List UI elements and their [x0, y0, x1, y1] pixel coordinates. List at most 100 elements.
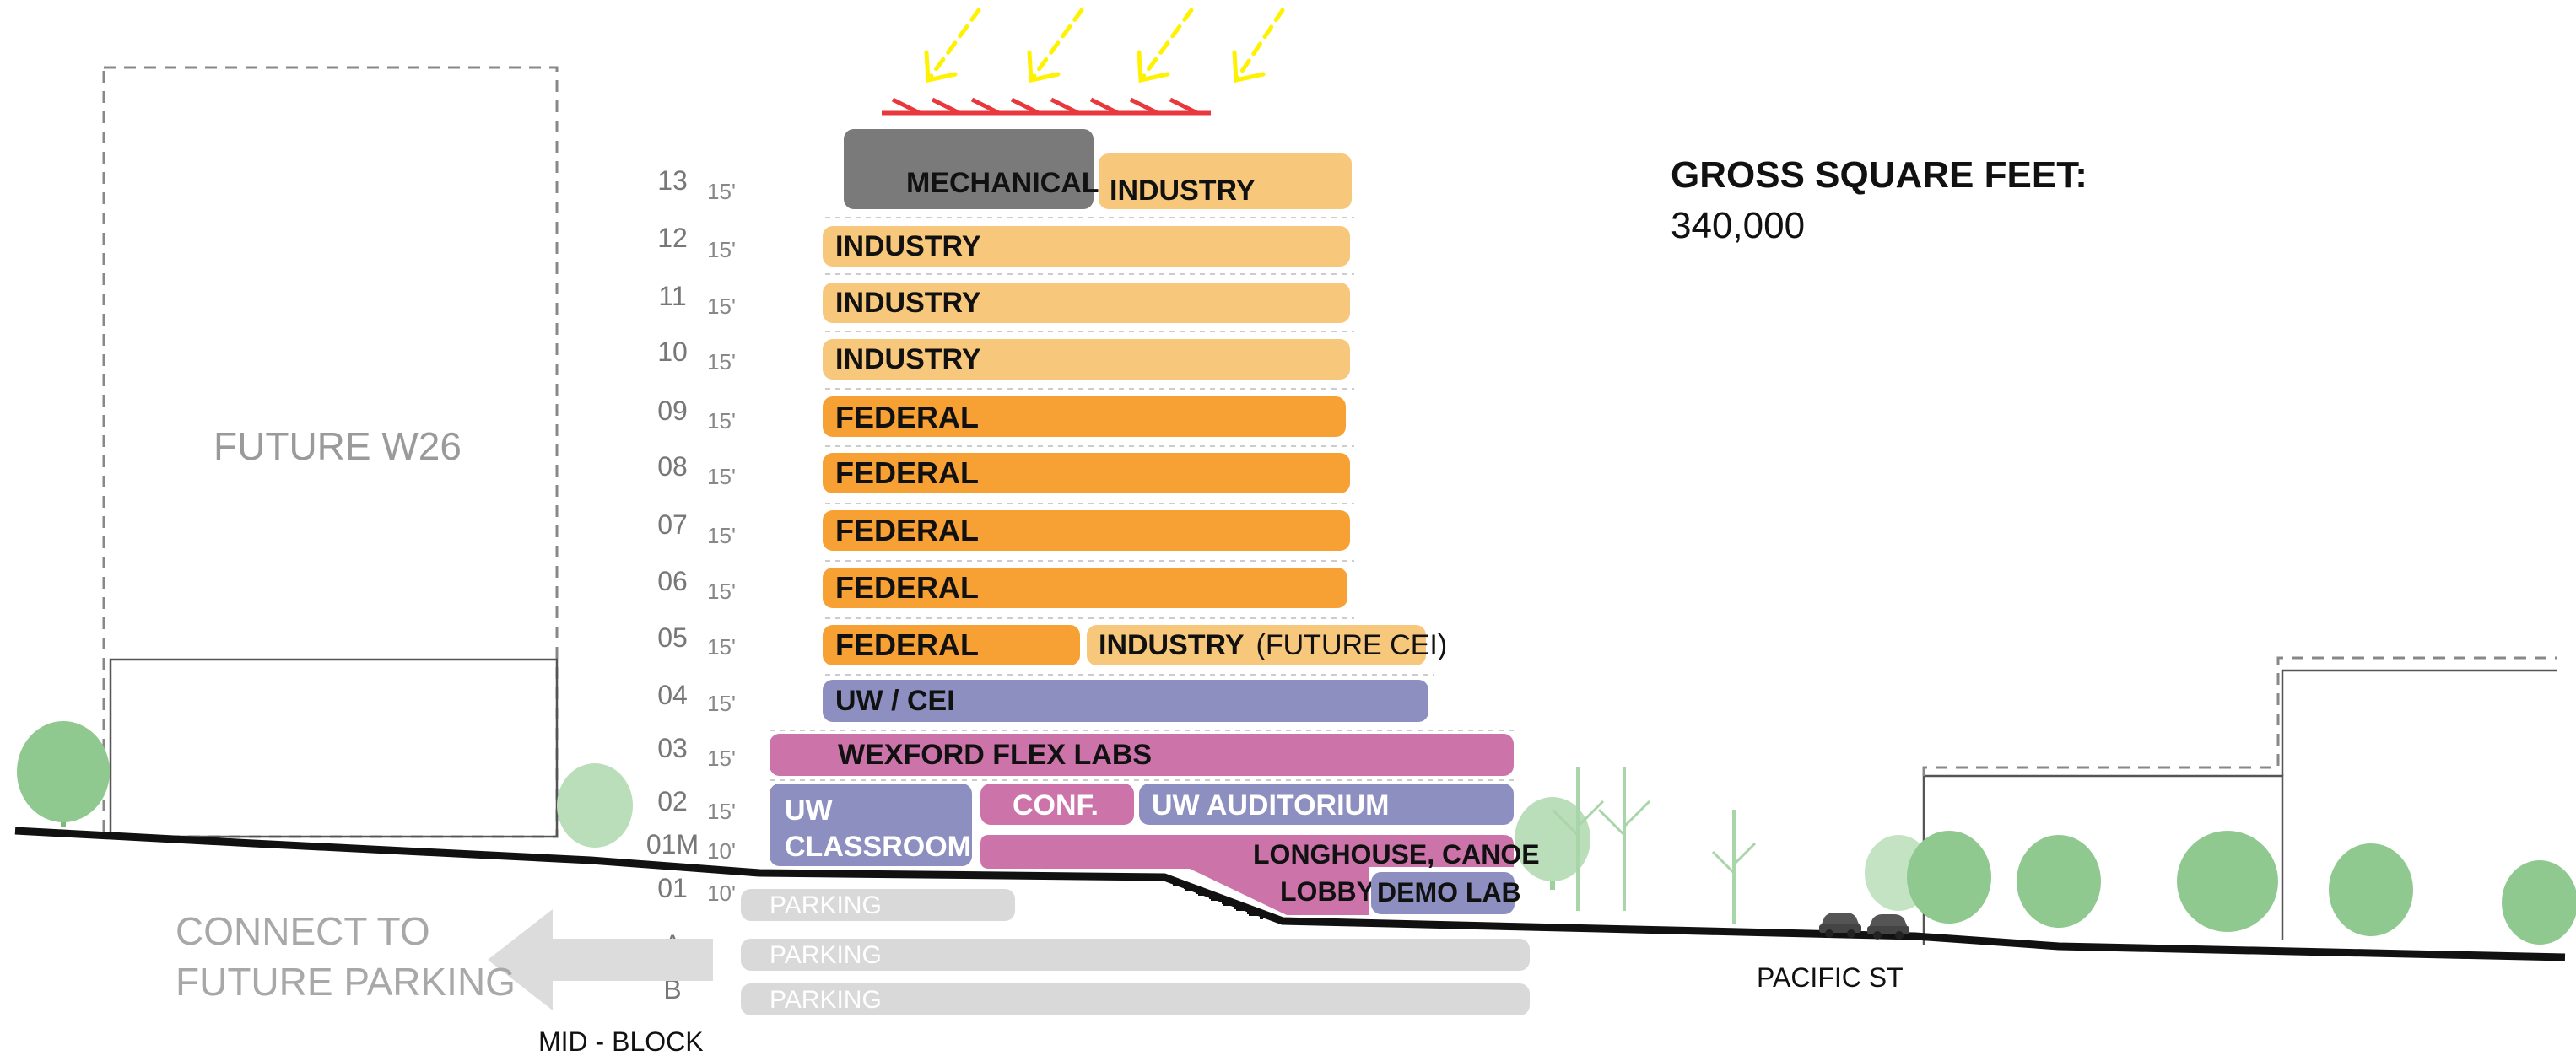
federal-block-06 — [823, 568, 1347, 608]
uw-classroom-label-2: CLASSROOM — [785, 831, 971, 863]
uw-cei-block — [823, 680, 1428, 722]
industry-block-13 — [1099, 153, 1352, 209]
cars — [1819, 913, 1909, 940]
federal-label-05: FEDERAL — [835, 627, 979, 662]
floor-height-label: 15' — [707, 349, 736, 374]
floor-level-label: 12 — [657, 223, 688, 253]
sun-arrow-icon — [1137, 8, 1194, 83]
longhouse-canoe-block — [980, 835, 1514, 915]
floor-level-label: 06 — [657, 566, 688, 596]
federal-label-08: FEDERAL — [835, 455, 979, 490]
gross-sf-title: GROSS SQUARE FEET: — [1671, 154, 2087, 196]
floor-level-label: 07 — [657, 509, 688, 540]
tree-icon — [2329, 843, 2413, 936]
wexford-block — [770, 734, 1514, 776]
floor-height-label: 15' — [707, 237, 736, 262]
parking-label-a: PARKING — [770, 941, 882, 969]
floor-height-label: 15' — [707, 634, 736, 660]
floor-level-label: 05 — [657, 622, 688, 653]
uw-cei-label: UW / CEI — [835, 685, 955, 717]
tree-icon — [2017, 835, 2101, 928]
federal-label-09: FEDERAL — [835, 400, 979, 434]
tree-icon — [17, 721, 110, 827]
floor-height-label: 15' — [707, 746, 736, 771]
program-blocks: MECHANICAL INDUSTRY INDUSTRY INDUSTRY IN… — [741, 129, 1540, 1015]
tree-icon — [1711, 810, 1757, 924]
floor-height-label: 15' — [707, 799, 736, 824]
tree-icon — [1907, 831, 1991, 924]
federal-block-07 — [823, 510, 1350, 551]
parking-block-01 — [741, 889, 1015, 921]
connect-label-2: FUTURE PARKING — [176, 960, 516, 1004]
conf-label: CONF. — [1013, 789, 1099, 821]
uw-classroom-label-1: UW — [785, 794, 834, 827]
floor-height-label: 15' — [707, 523, 736, 548]
trees — [17, 721, 2576, 945]
parking-block-b — [741, 983, 1530, 1015]
floor-level-label: 04 — [657, 680, 688, 710]
sun-arrow-icon — [924, 8, 981, 83]
floor-height-label: 15' — [707, 464, 736, 489]
floor-height-label: 10' — [707, 838, 736, 864]
ground-line — [14, 827, 2566, 961]
industry-block-05 — [1087, 625, 1426, 665]
connect-parking-arrow: CONNECT TO FUTURE PARKING — [176, 909, 713, 1010]
floor-level-label: 11 — [658, 281, 686, 311]
sun-arrow-icon — [1232, 8, 1285, 83]
tree-icon — [2177, 831, 2278, 932]
floor-level-label: B — [663, 974, 681, 1004]
industry-label-05-main: INDUSTRY — [1099, 629, 1245, 661]
pacific-st-label: PACIFIC ST — [1757, 962, 1904, 993]
industry-label-10: INDUSTRY — [835, 343, 981, 375]
industry-block-10 — [823, 339, 1350, 380]
parking-block-a — [741, 939, 1530, 971]
car-icon — [1867, 914, 1909, 940]
tree-icon — [1515, 797, 1590, 890]
floor-level-label: 02 — [657, 786, 688, 816]
industry-label-13: INDUSTRY — [1110, 175, 1256, 207]
uw-classroom-block — [770, 784, 972, 866]
industry-label-12: INDUSTRY — [835, 230, 981, 262]
floor-level-label: 10 — [657, 337, 688, 367]
sun-arrow-icon — [1027, 8, 1084, 83]
demo-lab-block — [1371, 872, 1515, 914]
floor-height-label: 15' — [707, 179, 736, 204]
floor-level-label: 01M — [646, 829, 699, 859]
floor-level-label: 03 — [657, 733, 688, 763]
connect-label-1: CONNECT TO — [176, 909, 430, 953]
industry-block-11 — [823, 283, 1350, 323]
floor-separators — [770, 217, 1515, 781]
future-w26-outline: FUTURE W26 — [102, 66, 559, 838]
car-icon — [1819, 913, 1861, 938]
industry-label-05-note: (FUTURE CEI) — [1256, 629, 1448, 661]
industry-block-12 — [823, 226, 1350, 267]
federal-block-08 — [823, 453, 1350, 493]
floor-height-label: 15' — [707, 294, 736, 319]
floor-height-label: 15' — [707, 579, 736, 604]
tree-icon — [2502, 860, 2576, 945]
tree-icon — [1597, 767, 1651, 911]
tree-icon — [1551, 767, 1605, 911]
parking-label-b: PARKING — [770, 986, 882, 1014]
sun-arrows — [924, 8, 1285, 83]
floor-level-label: 01 — [657, 873, 688, 903]
sunshade-fins-icon — [882, 97, 1211, 116]
industry-label-05: INDUSTRY (FUTURE CEI) — [1099, 629, 1447, 661]
floor-height-label: 10' — [707, 881, 736, 906]
uw-auditorium-label: UW AUDITORIUM — [1152, 789, 1389, 821]
uw-auditorium-block — [1139, 784, 1514, 825]
left-arrow-icon — [488, 909, 713, 1010]
longhouse-label: LONGHOUSE, CANOE — [1253, 839, 1540, 870]
floor-level-label: 08 — [657, 451, 688, 482]
federal-label-06: FEDERAL — [835, 570, 979, 605]
floor-height-label: 15' — [707, 691, 736, 716]
mid-block-label: MID - BLOCK — [538, 1026, 704, 1057]
industry-label-11: INDUSTRY — [835, 287, 981, 319]
future-building-label: FUTURE W26 — [213, 424, 462, 468]
lobby-label: LOBBY — [1280, 876, 1374, 907]
parking-label-01: PARKING — [770, 891, 882, 919]
federal-block-05 — [823, 625, 1080, 665]
